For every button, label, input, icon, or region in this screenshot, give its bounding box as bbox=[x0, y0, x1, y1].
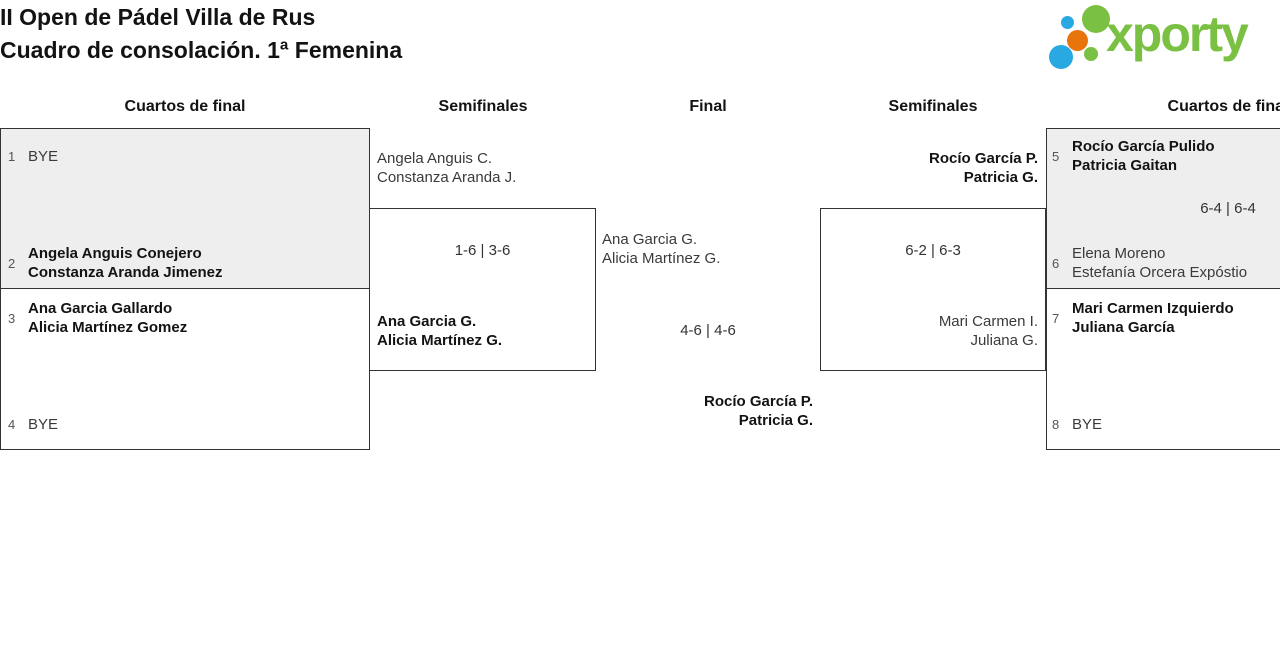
team-line: Rocío García Pulido bbox=[1072, 138, 1215, 155]
match-box-qf-right-bottom bbox=[1046, 288, 1280, 450]
team-line: Rocío García P. bbox=[929, 150, 1038, 167]
final-winner: Rocío García P. Patricia G. bbox=[596, 392, 813, 430]
logo-dot-icon bbox=[1082, 5, 1110, 33]
team-entry-seed7: Mari Carmen Izquierdo Juliana García bbox=[1072, 299, 1234, 337]
team-line: Patricia Gaitan bbox=[1072, 157, 1178, 174]
tournament-title: II Open de Pádel Villa de Rus Cuadro de … bbox=[0, 1, 402, 67]
tournament-name: II Open de Pádel Villa de Rus bbox=[0, 4, 316, 30]
round-header-final: Final bbox=[689, 98, 727, 115]
qf-right-top-score: 6-4 | 6-4 bbox=[1200, 200, 1256, 217]
round-header-sf-right: Semifinales bbox=[888, 98, 978, 115]
team-line: Patricia G. bbox=[738, 412, 813, 429]
team-line: Mari Carmen Izquierdo bbox=[1072, 300, 1234, 317]
team-line: Ana Garcia Gallardo bbox=[28, 300, 173, 317]
round-header-sf-left: Semifinales bbox=[438, 98, 528, 115]
team-line: BYE bbox=[28, 416, 59, 433]
team-line: Rocío García P. bbox=[704, 393, 813, 410]
sf-right-team-bottom: Mari Carmen I. Juliana G. bbox=[820, 312, 1038, 350]
team-line: Estefanía Orcera Expóstio bbox=[1072, 264, 1248, 281]
team-line: Constanza Aranda J. bbox=[377, 169, 517, 186]
xporty-logo[interactable]: xporty bbox=[1048, 2, 1278, 82]
final-score: 4-6 | 4-6 bbox=[680, 322, 736, 339]
team-line: BYE bbox=[1072, 416, 1103, 433]
seed-4: 4 bbox=[8, 417, 16, 432]
sf-left-team-bottom: Ana Garcia G. Alicia Martínez G. bbox=[377, 312, 502, 350]
team-line: Juliana G. bbox=[970, 332, 1038, 349]
team-line: Alicia Martínez G. bbox=[602, 250, 721, 267]
seed-3: 3 bbox=[8, 311, 16, 326]
logo-dot-icon bbox=[1084, 47, 1098, 61]
sf-right-team-top: Rocío García P. Patricia G. bbox=[820, 149, 1038, 187]
seed-8: 8 bbox=[1052, 417, 1060, 432]
logo-dot-icon bbox=[1067, 30, 1088, 51]
team-line: BYE bbox=[28, 148, 59, 165]
team-line: Constanza Aranda Jimenez bbox=[28, 264, 223, 281]
team-line: Angela Anguis C. bbox=[377, 150, 493, 167]
sf-left-score: 1-6 | 3-6 bbox=[454, 242, 511, 259]
team-entry-seed4: BYE bbox=[28, 415, 58, 434]
match-box-qf-right-top bbox=[1046, 128, 1280, 289]
match-box-sf-left bbox=[369, 208, 596, 371]
seed-5: 5 bbox=[1052, 149, 1060, 164]
logo-text: xporty bbox=[1106, 6, 1249, 62]
team-line: Ana Garcia G. bbox=[377, 313, 477, 330]
team-entry-seed5: Rocío García Pulido Patricia Gaitan bbox=[1072, 137, 1215, 175]
sf-left-team-top: Angela Anguis C. Constanza Aranda J. bbox=[377, 149, 516, 187]
team-line: Ana Garcia G. bbox=[602, 231, 698, 248]
seed-6: 6 bbox=[1052, 256, 1060, 271]
team-line: Patricia G. bbox=[963, 169, 1038, 186]
final-team-top: Ana Garcia G. Alicia Martínez G. bbox=[602, 230, 720, 268]
team-line: Mari Carmen I. bbox=[938, 313, 1038, 330]
team-line: Alicia Martínez Gomez bbox=[28, 319, 188, 336]
round-header-qf-right: Cuartos de final bbox=[1167, 98, 1280, 115]
team-line: Angela Anguis Conejero bbox=[28, 245, 202, 262]
logo-dot-icon bbox=[1061, 16, 1074, 29]
team-entry-seed2: Angela Anguis Conejero Constanza Aranda … bbox=[28, 244, 223, 282]
match-box-qf-left-top bbox=[0, 128, 370, 289]
team-entry-seed8: BYE bbox=[1072, 415, 1102, 434]
logo-dot-icon bbox=[1049, 45, 1073, 69]
round-header-qf-left: Cuartos de final bbox=[124, 98, 246, 115]
seed-2: 2 bbox=[8, 256, 16, 271]
match-box-sf-right bbox=[820, 208, 1046, 371]
team-line: Elena Moreno bbox=[1072, 245, 1166, 262]
team-line: Alicia Martínez G. bbox=[377, 332, 503, 349]
team-entry-seed1: BYE bbox=[28, 147, 58, 166]
team-entry-seed3: Ana Garcia Gallardo Alicia Martínez Gome… bbox=[28, 299, 187, 337]
bracket-subtitle: Cuadro de consolación. 1ª Femenina bbox=[0, 37, 403, 63]
seed-7: 7 bbox=[1052, 311, 1060, 326]
seed-1: 1 bbox=[8, 149, 16, 164]
sf-right-score: 6-2 | 6-3 bbox=[905, 242, 961, 259]
team-entry-seed6: Elena Moreno Estefanía Orcera Expóstio bbox=[1072, 244, 1247, 282]
team-line: Juliana García bbox=[1072, 319, 1175, 336]
